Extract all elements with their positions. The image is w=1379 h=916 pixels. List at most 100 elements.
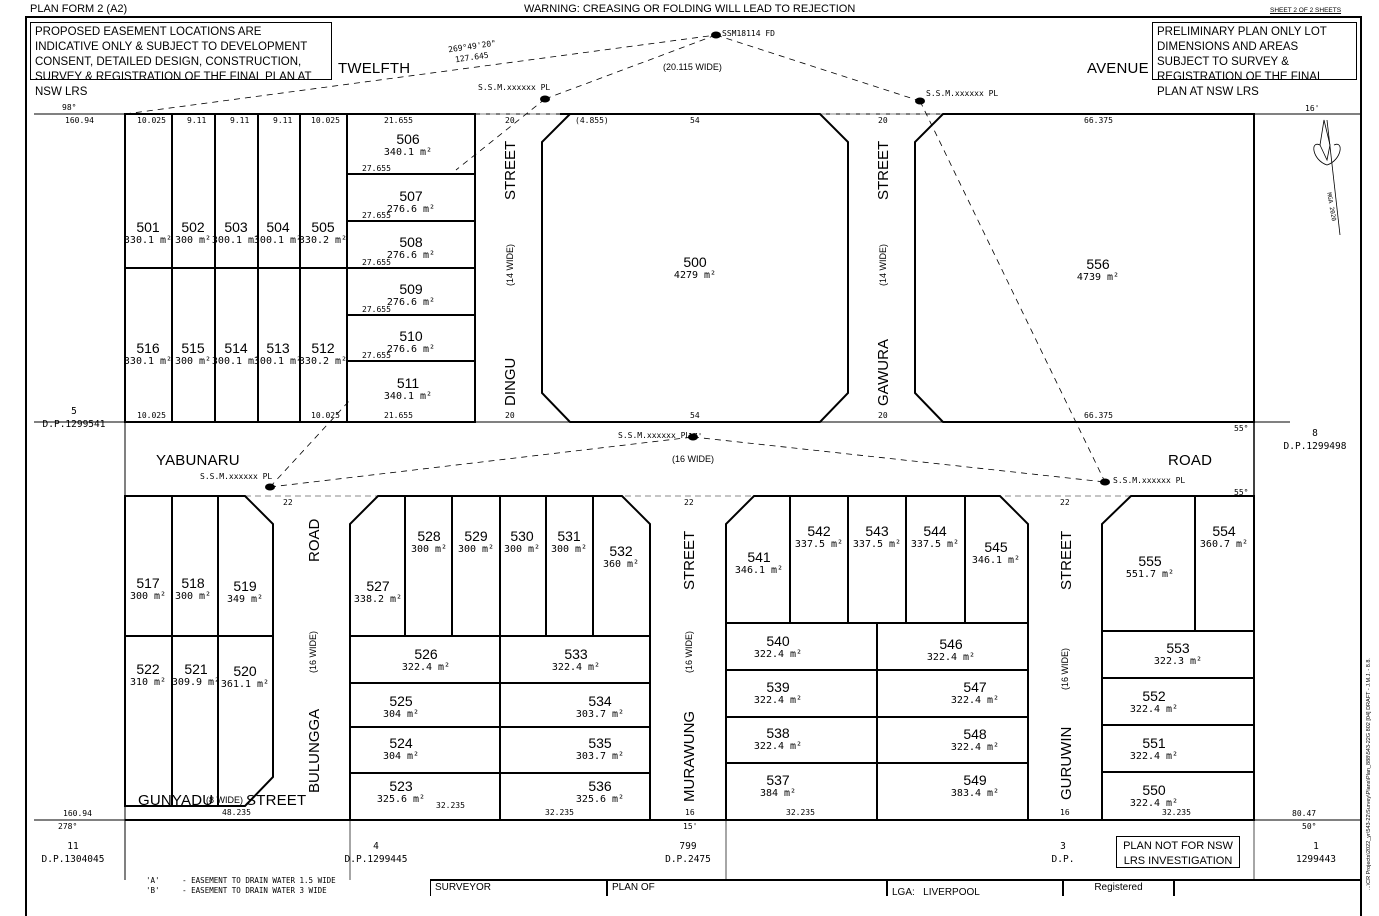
title-block-empty: [1174, 880, 1362, 896]
lot-number: 553: [1166, 640, 1190, 656]
warning-text: WARNING: CREASING OR FOLDING WILL LEAD T…: [524, 3, 856, 15]
street-avenue: AVENUE: [1087, 60, 1149, 77]
lot-number: 533: [564, 646, 588, 662]
lot-number: 540: [766, 633, 790, 649]
lot-area: 322.4 m²: [950, 742, 1000, 753]
lot-area: 346.1 m²: [971, 555, 1021, 566]
dim-distance: 54: [690, 411, 700, 420]
twelfth-width: (20.115 WIDE): [663, 62, 722, 72]
lot-number: 552: [1142, 688, 1166, 704]
lot-area: 300 m²: [174, 235, 212, 246]
lot-area: 304 m²: [382, 751, 420, 762]
dim-distance: 16: [685, 808, 695, 817]
gunyadu-width: (8 WIDE): [206, 795, 243, 805]
lot-number: 523: [389, 778, 413, 794]
lot-number: 525: [389, 693, 413, 709]
lot-number: 530: [510, 528, 534, 544]
title-block-plan-of: PLAN OF: [607, 880, 887, 896]
lot-number: 556: [1086, 256, 1110, 272]
lot-area: 338.2 m²: [353, 594, 403, 605]
dim-distance: 32.235: [786, 808, 815, 817]
lot-number: 520: [233, 663, 257, 679]
dim-distance: 9.11: [187, 116, 207, 125]
dim-distance: 16': [1305, 104, 1320, 113]
yabunaru-width: (16 WIDE): [672, 454, 715, 464]
lga-value: LIVERPOOL: [923, 887, 980, 898]
lot-number: 541: [747, 549, 771, 565]
dim-distance: 32.235: [436, 801, 465, 810]
lot-number: 529: [464, 528, 488, 544]
lot-area: 322.4 m²: [1129, 704, 1179, 715]
lot-number: 513: [266, 340, 290, 356]
dim-distance: 20: [505, 116, 515, 125]
lot-number: 531: [557, 528, 581, 544]
lot-area: 361.1 m²: [220, 679, 270, 690]
lot-number: 548: [963, 726, 987, 742]
lot-number: 535: [588, 735, 612, 751]
lot-number: 505: [311, 219, 335, 235]
ssm-pl-label-2: S.S.M.xxxxxx PL: [926, 89, 999, 98]
street-bulunga: BULUNGGA: [306, 708, 323, 793]
lot-area: 300.1 m²: [253, 356, 303, 367]
lot-number: 506: [396, 131, 420, 147]
lot-number: 536: [588, 778, 612, 794]
ssm-pl-label-4: S.S.M.xxxxxx PL: [200, 472, 273, 481]
lot-number: 527: [366, 578, 390, 594]
lot-area: 303.7 m²: [575, 751, 625, 762]
street-guruwin: GURUWIN: [1058, 726, 1075, 800]
lot-area: 330.2 m²: [298, 356, 348, 367]
street-yabunaru: YABUNARU: [156, 452, 240, 469]
lot-area: 340.1 m²: [383, 147, 433, 158]
lot-number: 547: [963, 679, 987, 695]
dim-distance: 17': [688, 432, 703, 441]
dim-distance: 66.375: [1084, 411, 1113, 420]
lot-area: 300 m²: [457, 544, 495, 555]
lot-area: 322.3 m²: [1153, 656, 1203, 667]
lot-area: 322.4 m²: [401, 662, 451, 673]
lot-number: 544: [923, 523, 947, 539]
lot-number: 543: [865, 523, 889, 539]
dim-distance: 10.025: [137, 116, 166, 125]
dim-distance: 80.47: [1292, 809, 1317, 818]
lot-area: 322.4 m²: [950, 695, 1000, 706]
lot-area: 300 m²: [410, 544, 448, 555]
lot-number: 542: [807, 523, 831, 539]
lot-area: 300.1 m²: [253, 235, 303, 246]
ssm-pl-label-3: S.S.M.xxxxxx PL: [618, 431, 691, 440]
lot-area: 304 m²: [382, 709, 420, 720]
lot-number: 515: [181, 340, 205, 356]
lot-area: 300 m²: [503, 544, 541, 555]
street-gawura: GAWURA: [875, 339, 892, 406]
street-dingu: DINGU: [502, 357, 519, 406]
lot-number: 554: [1212, 523, 1236, 539]
lot-number: 511: [396, 375, 420, 391]
street-gawura-street: STREET: [875, 140, 892, 200]
lot-area: 340.1 m²: [383, 391, 433, 402]
guruwin-width: (16 WIDE): [1060, 647, 1070, 690]
dim-distance: 20: [878, 116, 888, 125]
lot-area: 300.1 m²: [211, 356, 261, 367]
lot-area: 360.7 m²: [1199, 539, 1249, 550]
dim-distance: 54: [690, 116, 700, 125]
dim-distance: 66.375: [1084, 116, 1113, 125]
lot-area: 309.9 m²: [171, 677, 221, 688]
street-guruwin-street: STREET: [1058, 530, 1075, 590]
lot-number: 510: [399, 328, 423, 344]
lot-area: 4279 m²: [673, 270, 717, 281]
dim-distance: 27.655: [362, 164, 391, 173]
street-twelfth: TWELFTH: [338, 60, 411, 77]
dim-distance: (4.855): [575, 116, 609, 125]
lot-number: 514: [224, 340, 248, 356]
street-murawung-street: STREET: [681, 530, 698, 590]
plan-linework: [34, 31, 1362, 881]
lot-number: 532: [609, 543, 633, 559]
lot-number: 508: [399, 234, 423, 250]
lot-area: 276.6 m²: [386, 297, 436, 308]
dim-distance: 48.235: [222, 808, 251, 817]
lot-area: 349 m²: [226, 594, 264, 605]
not-for-lrs-note: PLAN NOT FOR NSW LRS INVESTIGATION: [1116, 836, 1240, 868]
dim-distance: 21.655: [384, 116, 413, 125]
